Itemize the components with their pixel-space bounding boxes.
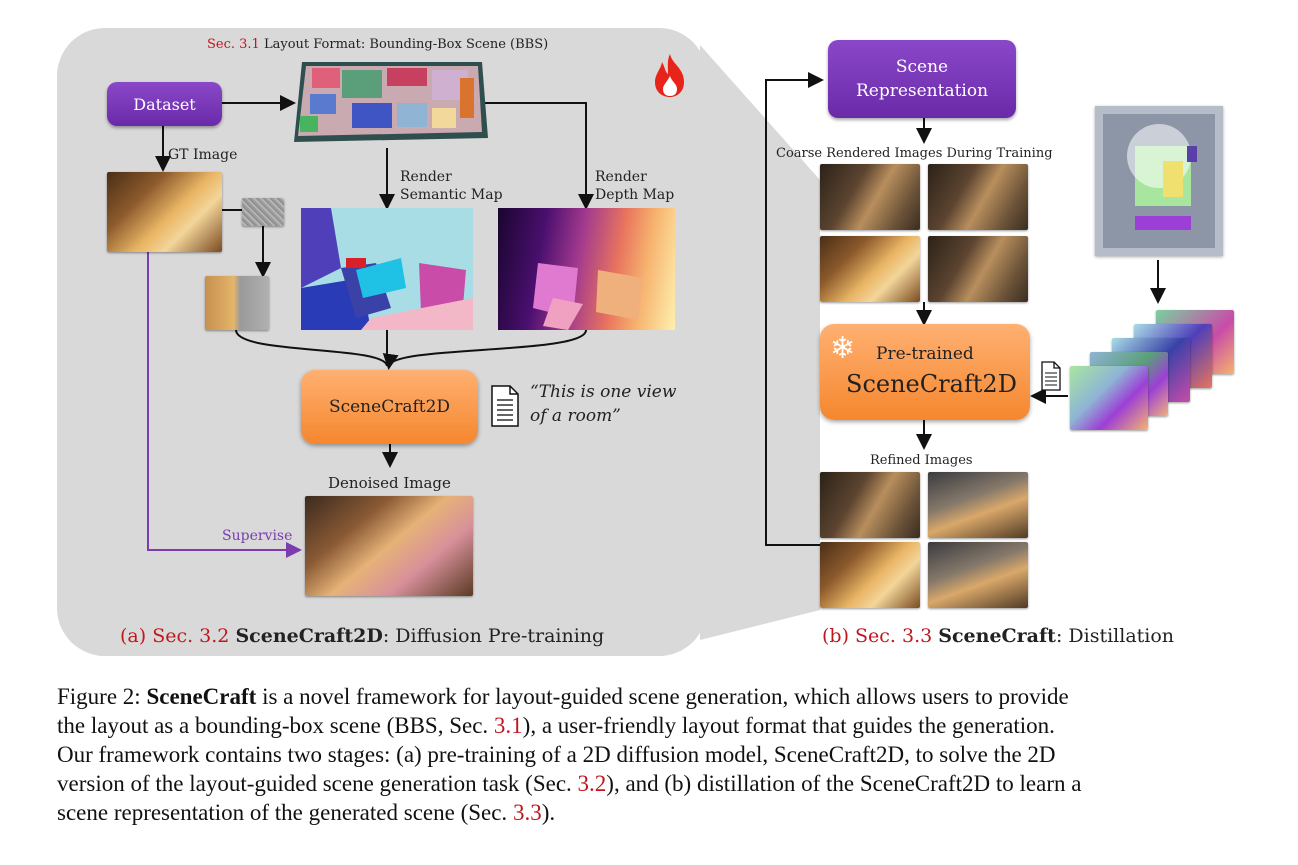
refined-image-2: [928, 472, 1028, 538]
scenecraft2d-box: SceneCraft2D: [301, 370, 478, 444]
caption-line-3: Our framework contains two stages: (a) p…: [57, 742, 1056, 767]
gt-image: [107, 172, 222, 252]
refined-image-4: [928, 542, 1028, 608]
caption-line-2: the layout as a bounding-box scene (BBS,…: [57, 713, 1055, 738]
caption-line-4: version of the layout-guided scene gener…: [57, 771, 1082, 796]
layout-render-stack: [1070, 310, 1240, 430]
document-icon: [491, 385, 519, 427]
refined-label: Refined Images: [870, 453, 973, 468]
bbs-scene-image: [294, 62, 488, 142]
pretrained-model-label: SceneCraft2D: [846, 370, 1017, 398]
coarse-image-4: [928, 236, 1028, 302]
caption-line-1: Figure 2: SceneCraft is a novel framewor…: [57, 684, 1069, 709]
bbs-top-view: [1095, 106, 1223, 256]
panel-a-caption: (a) Sec. 3.2 SceneCraft2D: Diffusion Pre…: [120, 625, 605, 647]
coarse-image-2: [928, 164, 1028, 230]
noisy-image: [205, 276, 269, 330]
caption-line-5: scene representation of the generated sc…: [57, 800, 556, 825]
coarse-image-1: [820, 164, 920, 230]
depth-map: [498, 208, 675, 330]
bbs-title: Sec. 3.1 Layout Format: Bounding-Box Sce…: [207, 37, 549, 52]
snowflake-icon: ❄: [830, 331, 856, 366]
gt-image-label: GT Image: [168, 147, 238, 163]
refined-image-3: [820, 542, 920, 608]
pretrained-scenecraft2d-box: ❄ Pre-trained SceneCraft2D: [820, 324, 1030, 420]
figure-caption: Figure 2: SceneCraft is a novel framewor…: [57, 682, 1257, 827]
refined-image-1: [820, 472, 920, 538]
document-icon: [1041, 361, 1061, 391]
noise-patch: [242, 198, 284, 226]
coarse-label: Coarse Rendered Images During Training: [776, 146, 1053, 161]
zoom-funnel: [700, 45, 820, 640]
denoised-image: [305, 496, 473, 596]
coarse-image-3: [820, 236, 920, 302]
pretrained-label: Pre-trained: [876, 344, 974, 364]
semantic-map: [301, 208, 473, 330]
fire-icon: [655, 54, 684, 97]
denoised-label: Denoised Image: [328, 474, 451, 492]
supervise-label: Supervise: [222, 528, 293, 544]
panel-b-caption: (b) Sec. 3.3 SceneCraft: Distillation: [822, 625, 1175, 647]
dataset-box: Dataset: [107, 82, 222, 126]
